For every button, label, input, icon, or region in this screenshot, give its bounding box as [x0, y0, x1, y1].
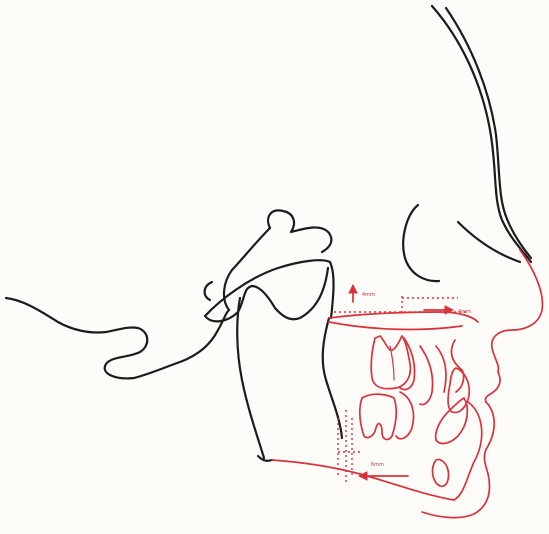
- lower-premolar: [396, 392, 414, 439]
- sella-turcica: [268, 210, 331, 252]
- symphysis-inner: [433, 459, 449, 486]
- canine-crown: [436, 346, 446, 392]
- ramus-anterior: [323, 318, 342, 438]
- upper-premolar: [400, 338, 415, 390]
- maxilla-anterior: [451, 340, 463, 392]
- pre-treatment-tracing: [6, 6, 531, 461]
- nose-profile: [492, 250, 543, 372]
- lower-lip: [484, 402, 494, 474]
- maxilla-horizontal-label: 4mm: [458, 309, 471, 315]
- cranial-base-line: [6, 298, 229, 378]
- upper-molar-root: [390, 346, 394, 380]
- palatal-plane: [329, 312, 478, 322]
- post-treatment-tracing: [272, 250, 542, 518]
- maxilla-vertical-label: 4mm: [362, 292, 375, 298]
- mandibular-symphysis: [454, 402, 482, 500]
- condyle-contour: [205, 282, 212, 300]
- palatal-plane-lower: [329, 322, 462, 329]
- ramus-posterior: [237, 298, 264, 458]
- upper-lip: [485, 372, 500, 402]
- mandibular-plane: [272, 460, 454, 500]
- clivus-line: [224, 228, 270, 310]
- lower-molar: [360, 394, 396, 439]
- maxilla-up-arrow-head: [349, 285, 357, 293]
- upper-molar: [371, 336, 410, 389]
- lower-incisor: [436, 398, 468, 443]
- orbit-contour: [403, 205, 439, 281]
- soft-tissue-forehead-outer: [432, 6, 531, 262]
- occlusal-crowns: [420, 346, 433, 405]
- mandible-horizontal-label: 6mm: [371, 462, 384, 468]
